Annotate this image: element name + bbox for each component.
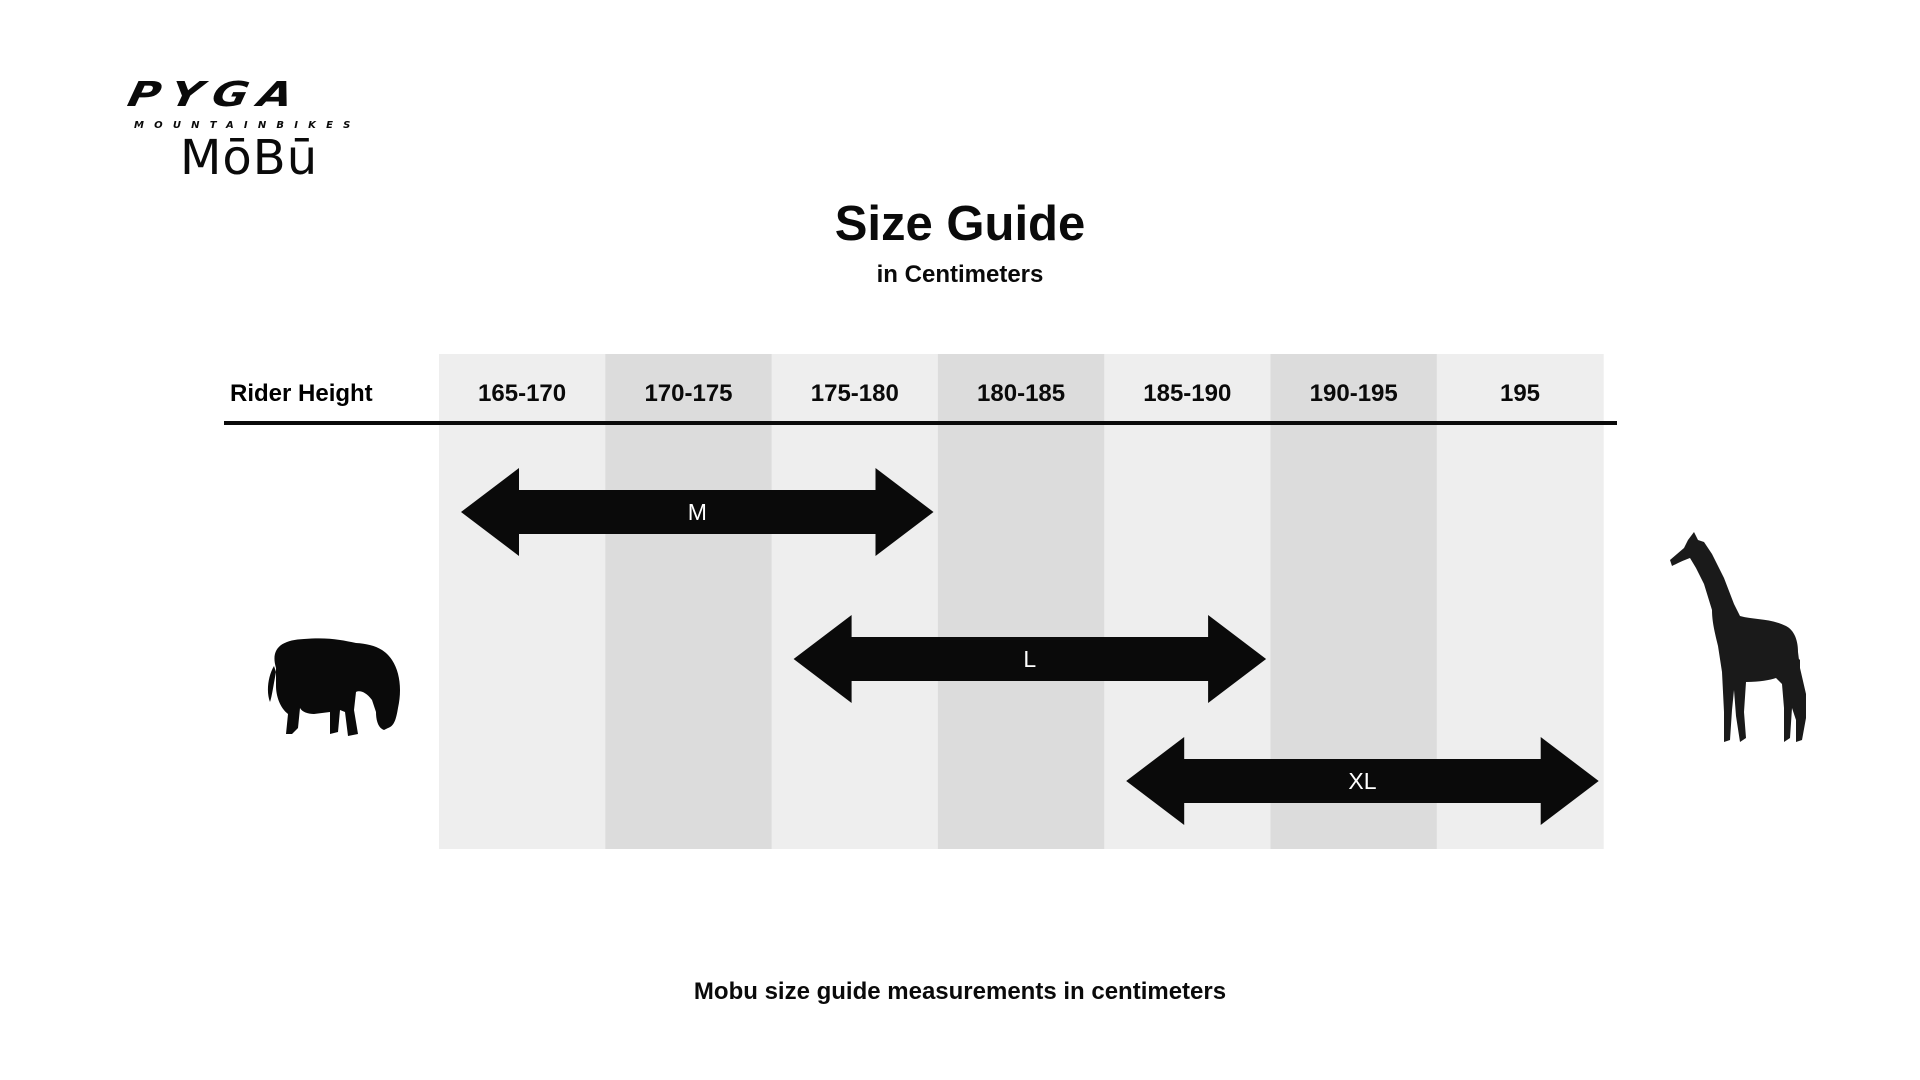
size-label-m: M xyxy=(688,499,707,525)
size-arrow-l xyxy=(793,615,1267,703)
column-label-4: 180-185 xyxy=(977,380,1065,407)
column-label-7: 195 xyxy=(1500,380,1540,407)
page-subtitle: in Centimeters xyxy=(876,261,1044,288)
column-band-1 xyxy=(439,354,606,849)
column-bands xyxy=(439,354,1604,849)
column-label-3: 175-180 xyxy=(811,380,899,407)
giraffe-icon xyxy=(1670,532,1806,742)
column-band-2 xyxy=(605,354,773,849)
size-label-xl: XL xyxy=(1348,768,1376,794)
size-arrow-xl xyxy=(1126,737,1599,825)
pyga-mobu-logo: PYGA MOUNTAINBIKES MōBū xyxy=(124,75,372,188)
column-label-5: 185-190 xyxy=(1143,380,1231,407)
size-arrow-m xyxy=(461,468,934,556)
column-band-4 xyxy=(937,354,1105,849)
size-arrows: M L XL xyxy=(461,468,1599,825)
footer-caption: Mobu size guide measurements in centimet… xyxy=(693,978,1227,1005)
logo-product: MōBū xyxy=(180,130,319,186)
logo-tagline: MOUNTAINBIKES xyxy=(134,120,361,131)
column-label-6: 190-195 xyxy=(1310,380,1398,407)
size-label-l: L xyxy=(1023,646,1036,672)
page-title: Size Guide xyxy=(834,197,1086,251)
pony-icon xyxy=(267,638,400,736)
column-band-3 xyxy=(771,354,939,849)
column-label-1: 165-170 xyxy=(478,380,566,407)
column-label-2: 170-175 xyxy=(644,380,732,407)
row-header: Rider Height xyxy=(230,380,373,407)
column-labels: 165-170 170-175 175-180 180-185 185-190 190-1… xyxy=(478,380,1540,407)
